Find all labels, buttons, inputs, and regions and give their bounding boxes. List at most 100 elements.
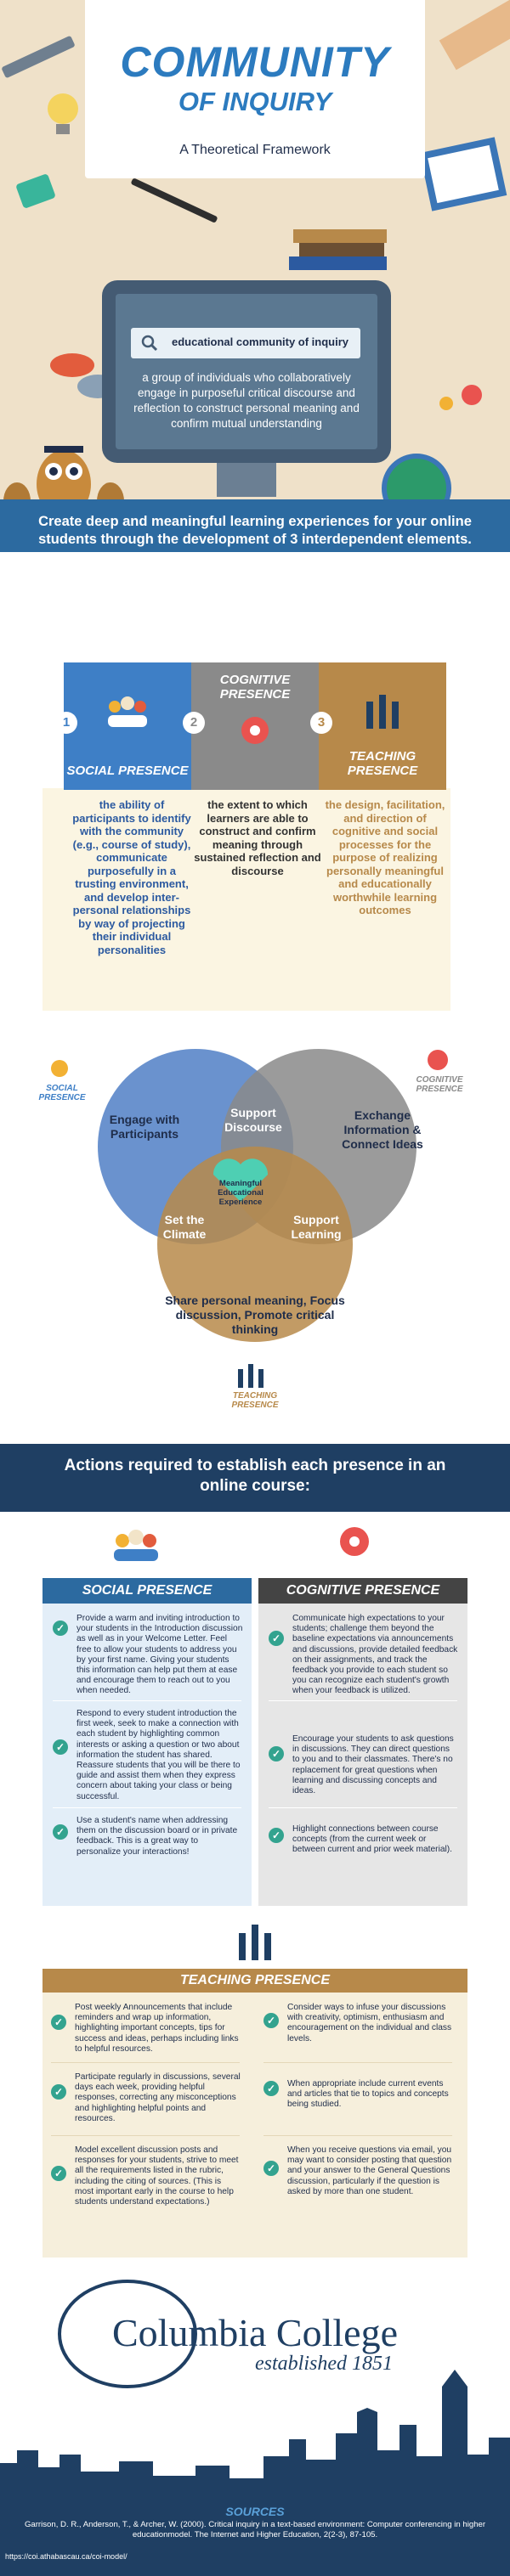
check-icon: ✓ [51, 2166, 66, 2181]
search-query: educational community of inquiry [172, 335, 349, 348]
teaching-icon [238, 1369, 243, 1388]
cognitive-definition: the extent to which learners are able to… [194, 798, 321, 877]
check-icon: ✓ [269, 1746, 284, 1761]
intro-banner: Create deep and meaningful learning expe… [0, 499, 510, 552]
card-title: SOCIAL PRESENCE [42, 1578, 252, 1604]
check-icon: ✓ [51, 2015, 66, 2030]
venn-teaching: Share personal meaning, Focus discussion… [165, 1294, 345, 1336]
puzzle-section: 1 SOCIAL PRESENCE 2 COGNITIVE PRESENCE 3… [0, 586, 510, 1028]
social-icon [51, 1060, 68, 1077]
puzzle-piece-social: 1 SOCIAL PRESENCE [55, 662, 191, 790]
check-icon: ✓ [53, 1739, 68, 1755]
check-icon: ✓ [264, 2013, 279, 2028]
check-icon: ✓ [269, 1631, 284, 1646]
item-text: When you receive questions via email, yo… [287, 2145, 452, 2196]
logo-and-skyline [0, 2280, 510, 2500]
item-text: Respond to every student introduction th… [76, 1709, 241, 1801]
item-text: Communicate high expectations to your st… [292, 1614, 458, 1696]
puzzle-number: 3 [310, 712, 332, 734]
social-definition: the ability of participants to identify … [72, 798, 191, 956]
divider [51, 2062, 240, 2063]
header-section: COMMUNITY OF INQUIRY A Theoretical Frame… [0, 0, 510, 552]
cognitive-icon [428, 1050, 448, 1070]
heart-center [212, 1158, 269, 1202]
puzzle-label: COGNITIVE PRESENCE [219, 673, 291, 702]
check-icon: ✓ [53, 1621, 68, 1636]
books-stack-icon [293, 229, 387, 243]
divider [51, 2135, 240, 2136]
brain-gears-icon [241, 717, 269, 744]
people-icon [108, 696, 147, 727]
puzzle-number: 1 [55, 712, 77, 734]
logo-name: Columbia College [111, 2311, 398, 2354]
item-text: Post weekly Announcements that include r… [75, 2003, 239, 2054]
actions-title: Actions required to establish each prese… [64, 1457, 446, 1495]
item-text: Consider ways to infuse your discussions… [287, 2003, 452, 2043]
venn-teaching-icon-label: TEACHING PRESENCE [231, 1391, 279, 1410]
divider [269, 1700, 457, 1701]
lightbulb-icon [48, 93, 78, 124]
gear-icon [462, 385, 482, 405]
monitor-screen: educational community of inquiry a group… [116, 294, 377, 449]
card-title: COGNITIVE PRESENCE [258, 1578, 468, 1604]
sharpener-icon [16, 174, 55, 208]
item-text: Provide a warm and inviting introduction… [76, 1614, 243, 1696]
check-icon: ✓ [53, 1824, 68, 1840]
raised-hands-icon [366, 695, 399, 729]
venn-social-cognitive: Support Discourse [224, 1106, 282, 1134]
card-title: TEACHING PRESENCE [42, 1969, 468, 1993]
venn-social: Engage with Participants [109, 1113, 180, 1141]
monitor: educational community of inquiry a group… [102, 280, 391, 463]
monitor-stand [217, 463, 276, 497]
social-people-icon [114, 1530, 158, 1561]
intro-banner-text: Create deep and meaningful learning expe… [38, 514, 472, 547]
parchment-scroll [42, 788, 450, 1011]
actions-banner: Actions required to establish each prese… [0, 1444, 510, 1512]
social-presence-card: SOCIAL PRESENCE ✓ Provide a warm and inv… [42, 1578, 252, 1906]
teaching-circle [157, 1147, 353, 1342]
divider [53, 1700, 241, 1701]
speech-bubble-icon [50, 353, 94, 377]
logo-swoosh [58, 2280, 197, 2388]
divider [264, 2135, 452, 2136]
puzzle-label: SOCIAL PRESENCE [66, 764, 189, 778]
teaching-presence-card: TEACHING PRESENCE ✓ Post weekly Announce… [42, 1969, 468, 2258]
venn-section: SOCIAL PRESENCE COGNITIVE PRESENCE TEACH… [0, 1028, 510, 1431]
venn-cognitive-icon-label: COGNITIVE PRESENCE [416, 1075, 463, 1094]
sources-title: SOURCES [225, 2505, 285, 2518]
city-skyline [0, 2370, 510, 2500]
pen-icon [131, 178, 218, 223]
divider [53, 1807, 241, 1808]
venn-cognitive: Exchange Information & Connect Ideas [342, 1108, 423, 1151]
venn-cognitive-teaching: Support Learning [291, 1213, 342, 1241]
search-icon [141, 335, 158, 352]
check-icon: ✓ [269, 1828, 284, 1843]
check-icon: ✓ [51, 2084, 66, 2100]
venn-diagram [51, 1049, 448, 1388]
check-icon: ✓ [264, 2161, 279, 2176]
item-text: Highlight connections between course con… [292, 1824, 452, 1855]
ruler-icon [439, 0, 510, 70]
sources-link[interactable]: https://coi.athabascau.ca/coi-model/ [5, 2552, 128, 2561]
divider [269, 1807, 457, 1808]
item-text: Use a student's name when addressing the… [76, 1816, 238, 1857]
divider [264, 2062, 452, 2063]
footer-section: Columbia College established 1851 SOURCE… [0, 2259, 510, 2576]
puzzle-piece-cognitive: 2 COGNITIVE PRESENCE [183, 662, 319, 790]
logo-tagline: established 1851 [255, 2353, 393, 2375]
sources-citation: Garrison, D. R., Anderson, T., & Archer,… [24, 2520, 486, 2539]
page-subtitle: A Theoretical Framework [179, 143, 331, 157]
venn-center: Meaningful Educational Experience [218, 1179, 264, 1207]
cognitive-brain-icon [340, 1527, 369, 1556]
marker-icon [2, 36, 75, 78]
item-text: Encourage your students to ask questions… [292, 1734, 454, 1796]
venn-social-icon-label: SOCIAL PRESENCE [38, 1084, 86, 1102]
page-title: COMMUNITY [120, 38, 390, 86]
page-title-line2: OF INQUIRY [178, 87, 332, 116]
check-icon: ✓ [264, 2081, 279, 2096]
cognitive-presence-card: COGNITIVE PRESENCE ✓ Communicate high ex… [258, 1578, 468, 1906]
venn-social-teaching: Set the Climate [162, 1213, 207, 1241]
sources-bar: SOURCES Garrison, D. R., Anderson, T., &… [0, 2500, 510, 2576]
teaching-hands-icon [239, 1925, 271, 1960]
definition-text: a group of individuals who collaborative… [133, 371, 360, 430]
